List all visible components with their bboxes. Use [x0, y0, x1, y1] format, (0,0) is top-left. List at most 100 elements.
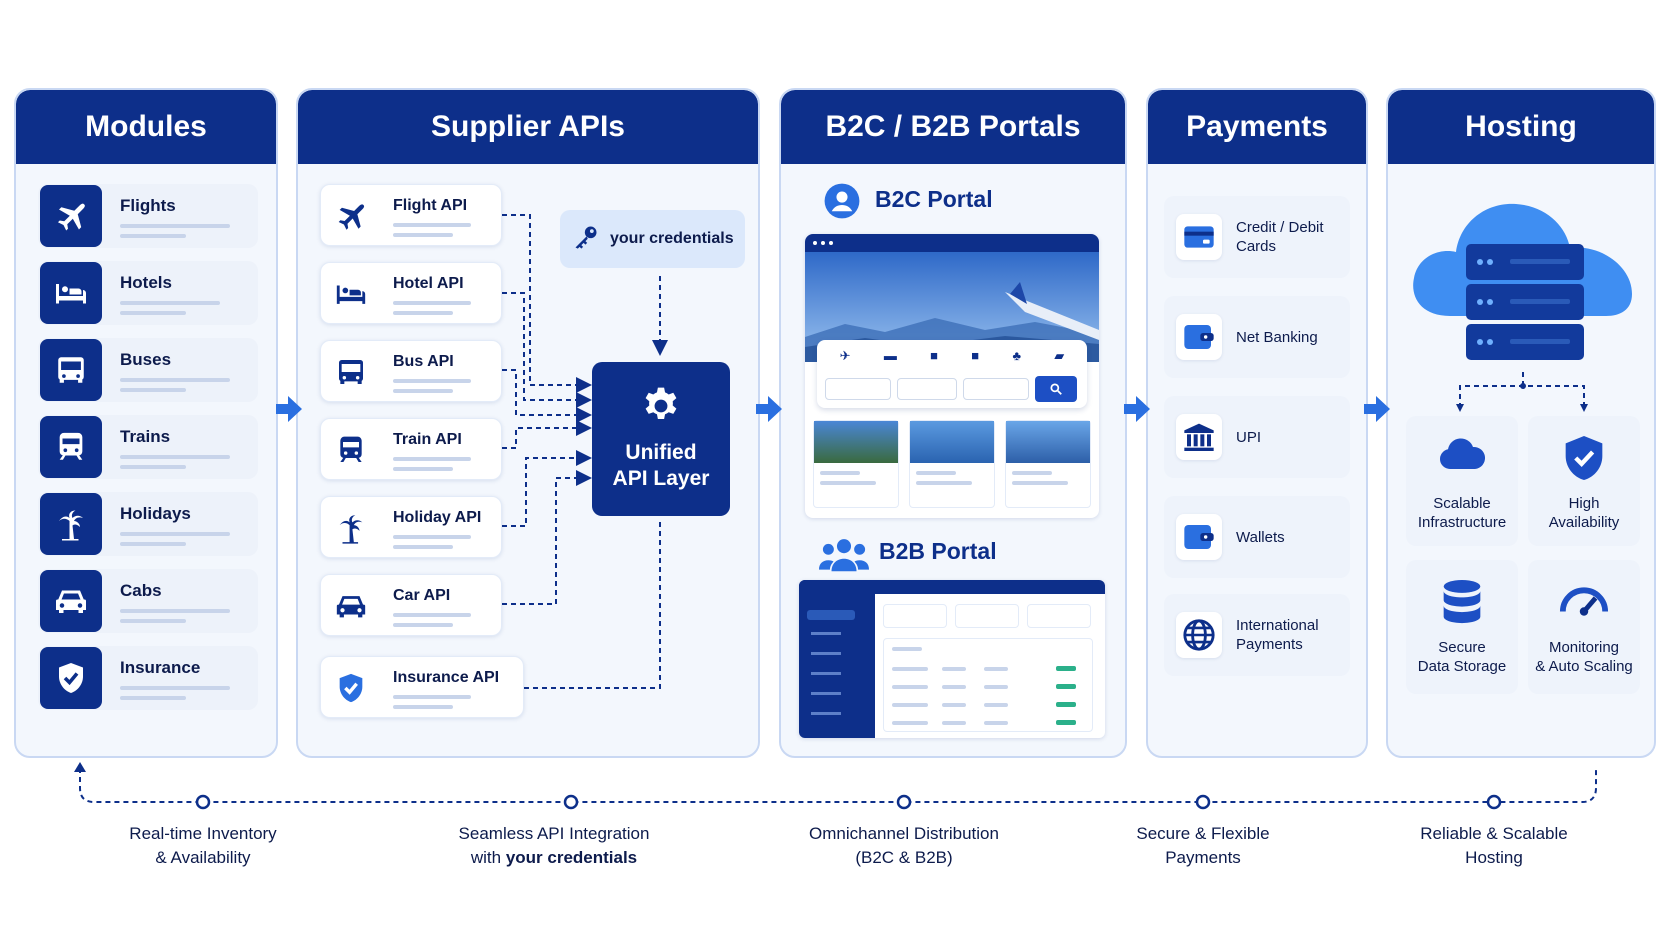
cloud-icon [1406, 434, 1518, 472]
plane-icon[interactable]: ✈ [839, 348, 851, 363]
benefit-line1: Reliable & Scalable [1420, 824, 1568, 843]
train-icon[interactable]: ■ [971, 348, 980, 363]
host-label-line2: & Auto Scaling [1535, 658, 1633, 675]
module-label: Cabs [120, 581, 162, 600]
unified-label-line2: API Layer [612, 467, 710, 490]
arrow-right-icon [276, 396, 302, 422]
credentials-badge[interactable]: your credentials [560, 210, 745, 268]
host-monitoring[interactable]: Monitoring & Auto Scaling [1528, 560, 1640, 694]
credentials-label: your credentials [610, 230, 734, 247]
benefit-line2b: your credentials [505, 848, 638, 867]
key-icon [572, 223, 600, 256]
module-insurance[interactable]: Insurance [38, 646, 258, 710]
car-icon [40, 570, 102, 632]
payment-upi[interactable]: UPI [1164, 396, 1350, 478]
benefit-line2: Hosting [1465, 848, 1523, 867]
benefit-line2: Payments [1165, 848, 1241, 867]
benefit-line1: Real-time Inventory [129, 824, 277, 843]
api-car[interactable]: Car API [320, 574, 502, 636]
user-icon [823, 182, 861, 225]
payment-label-line2: Cards [1236, 238, 1277, 255]
host-label-line1: Monitoring [1548, 639, 1620, 656]
module-flights[interactable]: Flights [38, 184, 258, 248]
module-buses[interactable]: Buses [38, 338, 258, 402]
bed-icon[interactable]: ▬ [883, 348, 897, 363]
shield-check-icon [331, 669, 371, 707]
cloud-server-icon [1413, 203, 1632, 360]
payments-title: Payments [1148, 90, 1366, 164]
api-label: Hotel API [393, 275, 464, 292]
portals-panel: B2C / B2B Portals B2C Portal ✈ ▬ ■ ■ ♣ ▰ [779, 88, 1127, 758]
gear-icon [592, 384, 730, 428]
portals-title: B2C / B2B Portals [781, 90, 1125, 164]
api-label: Car API [393, 587, 451, 604]
host-label-line2: Availability [1548, 514, 1620, 531]
search-button[interactable] [1035, 376, 1077, 402]
palm-tree-icon[interactable]: ♣ [1012, 348, 1021, 363]
hosting-title: Hosting [1388, 90, 1654, 164]
palm-tree-icon [40, 493, 102, 555]
car-icon [331, 587, 371, 625]
api-label: Insurance API [393, 669, 500, 686]
api-label: Holiday API [393, 509, 482, 526]
module-hotels[interactable]: Hotels [38, 261, 258, 325]
payment-label-line1: International [1236, 617, 1319, 634]
supplier-title: Supplier APIs [298, 90, 758, 164]
api-bus[interactable]: Bus API [320, 340, 502, 402]
host-label-line1: High [1568, 495, 1600, 512]
arrow-right-icon [756, 396, 782, 422]
payment-label-line1: Wallets [1236, 529, 1285, 546]
module-label: Insurance [120, 658, 201, 677]
modules-panel: Modules Flights Hotels Buses Trains [14, 88, 278, 758]
unified-label-line1: Unified [625, 441, 697, 464]
bus-icon [40, 339, 102, 401]
payment-label-line1: UPI [1236, 429, 1262, 446]
api-insurance[interactable]: Insurance API [320, 656, 524, 718]
api-label: Bus API [393, 353, 454, 370]
globe-icon [1176, 612, 1222, 658]
bus-icon [331, 353, 371, 391]
shield-check-icon [40, 647, 102, 709]
payment-label-line1: Net Banking [1236, 329, 1318, 346]
payment-label-line1: Credit / Debit [1236, 219, 1324, 236]
database-icon [1406, 578, 1518, 626]
host-label-line1: Secure [1438, 639, 1486, 656]
benefit-line1: Omnichannel Distribution [809, 824, 999, 843]
benefit-line1: Seamless API Integration [458, 824, 650, 843]
module-trains[interactable]: Trains [38, 415, 258, 479]
benefit-hosting: Reliable & Scalable Hosting [1374, 822, 1614, 870]
api-hotel[interactable]: Hotel API [320, 262, 502, 324]
module-label: Hotels [120, 273, 172, 292]
car-icon[interactable]: ▰ [1054, 348, 1065, 363]
palm-tree-icon [331, 509, 371, 547]
search-icon [1050, 383, 1062, 395]
module-cabs[interactable]: Cabs [38, 569, 258, 633]
bus-icon[interactable]: ■ [930, 348, 938, 363]
module-holidays[interactable]: Holidays [38, 492, 258, 556]
module-label: Trains [120, 427, 171, 446]
api-holiday[interactable]: Holiday API [320, 496, 502, 558]
group-icon [819, 536, 869, 577]
api-train[interactable]: Train API [320, 418, 502, 480]
benefit-api-integration: Seamless API Integration with your crede… [434, 822, 674, 870]
shield-check-icon [1528, 434, 1640, 482]
bank-icon [1176, 414, 1222, 460]
module-label: Holidays [120, 504, 191, 523]
payment-label-line2: Payments [1236, 636, 1303, 653]
bed-icon [40, 262, 102, 324]
benefit-omnichannel: Omnichannel Distribution (B2C & B2B) [784, 822, 1024, 870]
benefit-line2a: with [470, 848, 506, 867]
b2c-site-mockup: ✈ ▬ ■ ■ ♣ ▰ [805, 234, 1099, 518]
payment-wallets[interactable]: Wallets [1164, 496, 1350, 578]
api-label: Train API [393, 431, 462, 448]
payment-netbanking[interactable]: Net Banking [1164, 296, 1350, 378]
api-flight[interactable]: Flight API [320, 184, 502, 246]
arrow-right-icon [1124, 396, 1150, 422]
